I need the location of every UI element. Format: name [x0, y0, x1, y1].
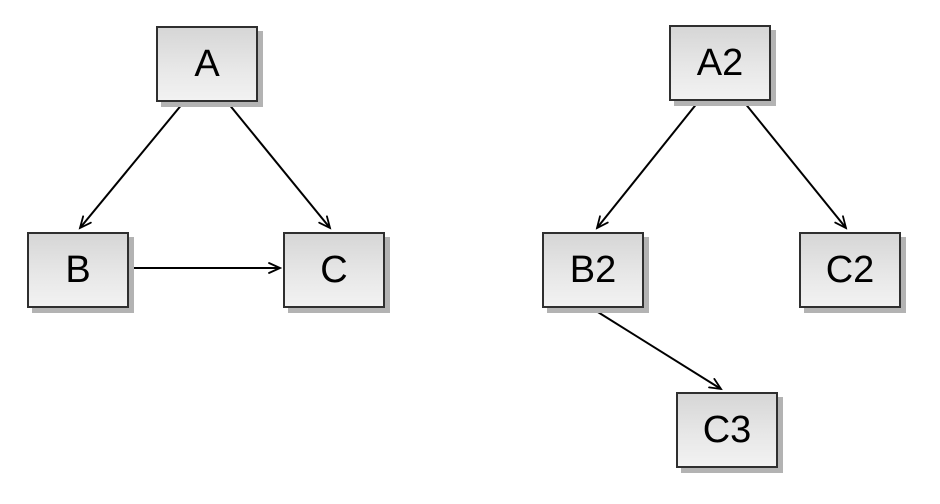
edge-A2-C2: [743, 101, 846, 228]
node-B2: B2: [542, 232, 644, 308]
edge-B2-C3: [592, 308, 721, 389]
edge-A-C: [227, 102, 330, 228]
node-C: C: [283, 232, 385, 308]
node-C-label: C: [320, 249, 348, 291]
edge-A2-B2: [597, 101, 699, 228]
node-B-label: B: [65, 249, 91, 291]
node-C3: C3: [676, 392, 778, 468]
edge-A-B: [80, 102, 184, 228]
node-C3-label: C3: [702, 409, 752, 451]
node-A: A: [156, 26, 258, 102]
node-C2-label: C2: [825, 249, 875, 291]
node-A2: A2: [669, 25, 771, 101]
node-B2-label: B2: [569, 249, 617, 291]
node-C2: C2: [799, 232, 901, 308]
node-B: B: [27, 232, 129, 308]
node-A2-label: A2: [696, 42, 744, 84]
node-A-label: A: [194, 43, 220, 85]
